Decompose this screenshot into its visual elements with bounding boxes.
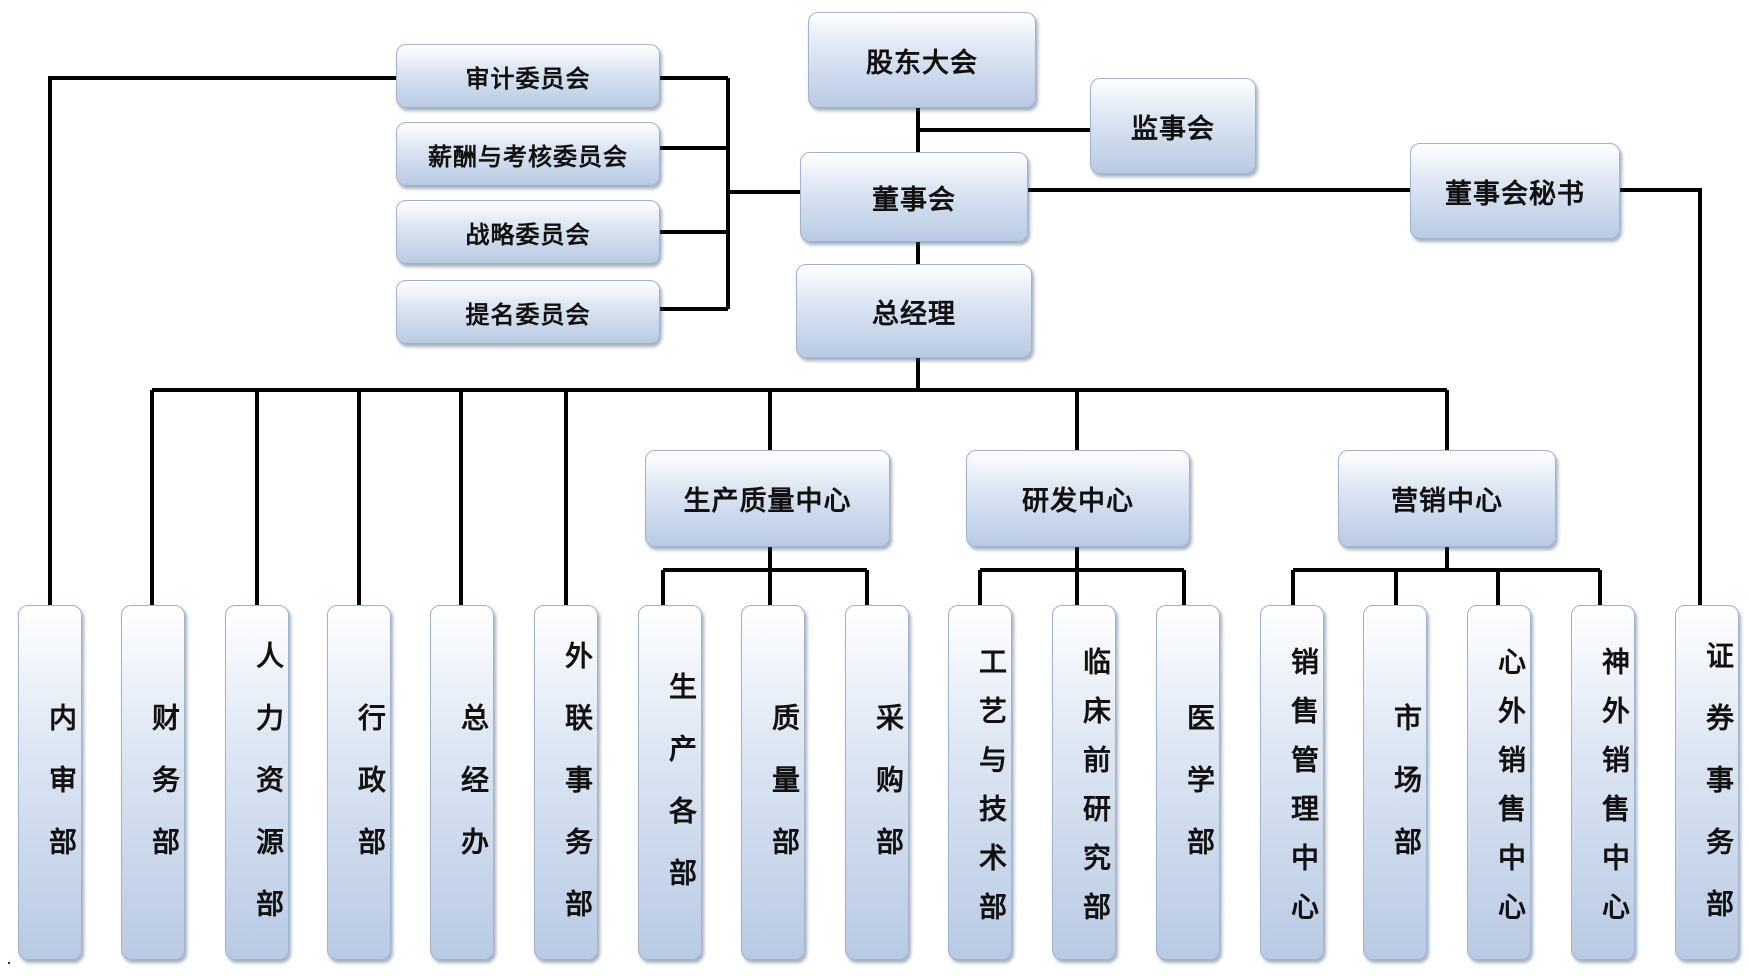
dept-administration: 行政部 xyxy=(327,605,391,960)
dept-preclinical-research: 临床前研究部 xyxy=(1052,605,1116,960)
rnd-center-box: 研发中心 xyxy=(966,450,1190,547)
dept-external-affairs: 外联事务部 xyxy=(534,605,598,960)
dept-process-technology: 工艺与技术部 xyxy=(948,605,1012,960)
marketing-center-box: 营销中心 xyxy=(1338,450,1556,547)
strategy-committee-box: 战略委员会 xyxy=(396,200,660,264)
shareholders-meeting-box: 股东大会 xyxy=(808,12,1036,108)
dept-production: 生产各部 xyxy=(638,605,702,960)
stray-dot xyxy=(8,962,10,964)
dept-quality: 质量部 xyxy=(741,605,805,960)
dept-human-resources: 人力资源部 xyxy=(225,605,289,960)
dept-sales-management-center: 销售管理中心 xyxy=(1260,605,1324,960)
dept-neuro-sales-center: 神外销售中心 xyxy=(1571,605,1635,960)
dept-finance: 财务部 xyxy=(121,605,185,960)
dept-securities-affairs: 证券事务部 xyxy=(1675,605,1739,960)
dept-cardiac-sales-center: 心外销售中心 xyxy=(1467,605,1531,960)
nomination-committee-box: 提名委员会 xyxy=(396,280,660,344)
dept-procurement: 采购部 xyxy=(845,605,909,960)
board-secretary-box: 董事会秘书 xyxy=(1410,143,1620,239)
compensation-committee-box: 薪酬与考核委员会 xyxy=(396,122,660,186)
dept-marketing: 市场部 xyxy=(1363,605,1427,960)
general-manager-box: 总经理 xyxy=(796,264,1032,358)
audit-committee-box: 审计委员会 xyxy=(396,44,660,108)
board-of-supervisors-box: 监事会 xyxy=(1090,78,1256,174)
dept-internal-audit: 内审部 xyxy=(18,605,82,960)
production-quality-center-box: 生产质量中心 xyxy=(645,450,890,547)
dept-medical: 医学部 xyxy=(1156,605,1220,960)
dept-gm-office: 总经办 xyxy=(430,605,494,960)
board-of-directors-box: 董事会 xyxy=(800,152,1028,242)
